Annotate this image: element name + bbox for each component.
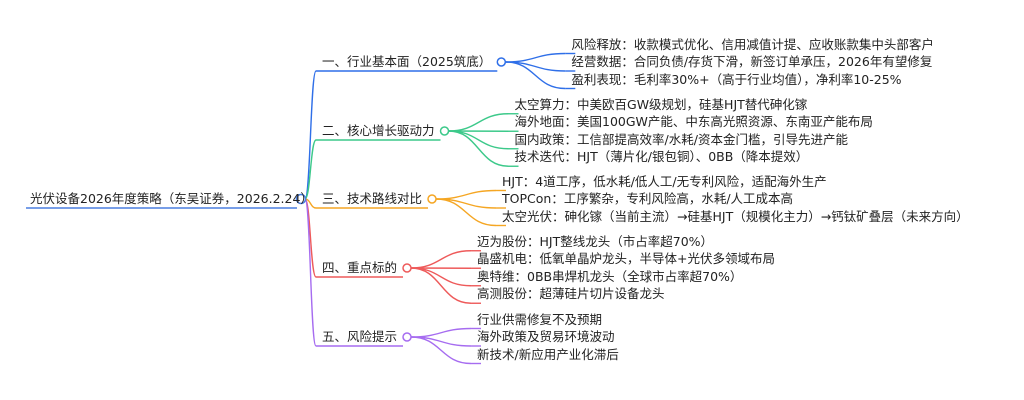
child-label-1-3: 盈利表现：毛利率30%+（高于行业均值），净利率10-25% <box>571 71 902 87</box>
branch-node-4 <box>402 263 412 273</box>
child-link-3-3 <box>436 198 497 227</box>
root-link-2 <box>304 139 317 200</box>
child-link-3-1 <box>436 189 497 200</box>
root-node-label: 光伏设备2026年度策略（东吴证券，2026.2.24） <box>30 191 313 206</box>
child-label-4-4: 高测股份：超薄硅片切片设备龙头 <box>477 286 665 302</box>
child-link-2-1 <box>448 113 509 132</box>
child-link-5-3 <box>411 336 472 365</box>
child-label-4-1: 迈为股份：HJT整线龙头（市占率超70%） <box>477 233 714 249</box>
child-link-2-3 <box>448 130 509 150</box>
branch-label-1: 一、行业基本面（2025筑底） <box>322 54 492 69</box>
root-node <box>295 193 307 205</box>
child-link-1-1 <box>505 52 566 63</box>
child-label-3-2: TOPCon：工序繁杂，专利风险高，水耗/人工成本高 <box>502 191 794 206</box>
child-label-2-4: 技术迭代：HJT（薄片化/银包铜）、0BB（降本提效） <box>514 149 809 165</box>
branch-node-1 <box>496 57 507 67</box>
branch-node-3 <box>427 194 437 204</box>
child-link-4-4 <box>411 267 472 304</box>
branch-node-2 <box>439 126 450 136</box>
child-label-3-1: HJT：4道工序，低水耗/低人工/无专利风险，适配海外生产 <box>502 173 827 189</box>
root-link-1 <box>304 70 317 200</box>
child-label-5-3: 新技术/新应用产业化滞后 <box>477 346 619 362</box>
child-label-4-3: 奥特维：0BB串焊机龙头（全球市占率超70%） <box>477 268 743 284</box>
child-label-2-2: 海外地面：美国100GW产能、中东高光照资源、东南亚产能布局 <box>514 114 873 130</box>
child-label-2-3: 国内政策：工信部提高效率/水耗/资本金门槛，引导先进产能 <box>514 131 848 147</box>
child-link-4-3 <box>411 267 472 287</box>
root-link-5 <box>304 198 317 347</box>
child-label-1-1: 风险释放：收款模式优化、信用减值计提、应收账款集中头部客户 <box>571 36 934 52</box>
child-link-2-4 <box>448 130 509 167</box>
branch-label-4: 四、重点标的 <box>322 260 398 275</box>
child-link-5-1 <box>411 327 472 338</box>
child-label-5-2: 海外政策及贸易环境波动 <box>477 329 615 344</box>
child-link-4-1 <box>411 250 472 269</box>
child-label-1-2: 经营数据：合同负债/存货下滑，新签订单承压，2026年有望修复 <box>571 54 933 69</box>
branch-label-5: 五、风险提示 <box>322 329 398 344</box>
branch-label-2: 二、核心增长驱动力 <box>322 123 435 138</box>
branch-node-5 <box>402 332 412 342</box>
child-label-5-1: 行业供需修复不及预期 <box>477 311 603 327</box>
child-label-4-2: 晶盛机电：低氧单晶炉龙头，半导体+光伏多领域布局 <box>477 251 775 267</box>
child-link-1-3 <box>505 61 566 90</box>
branch-label-3: 三、技术路线对比 <box>322 191 423 206</box>
child-label-3-3: 太空光伏：砷化镓（当前主流）→硅基HJT（规模化主力）→钙钛矿叠层（未来方向） <box>502 208 969 224</box>
child-label-2-1: 太空算力：中美欧百GW级规划，硅基HJT替代砷化镓 <box>514 96 808 112</box>
